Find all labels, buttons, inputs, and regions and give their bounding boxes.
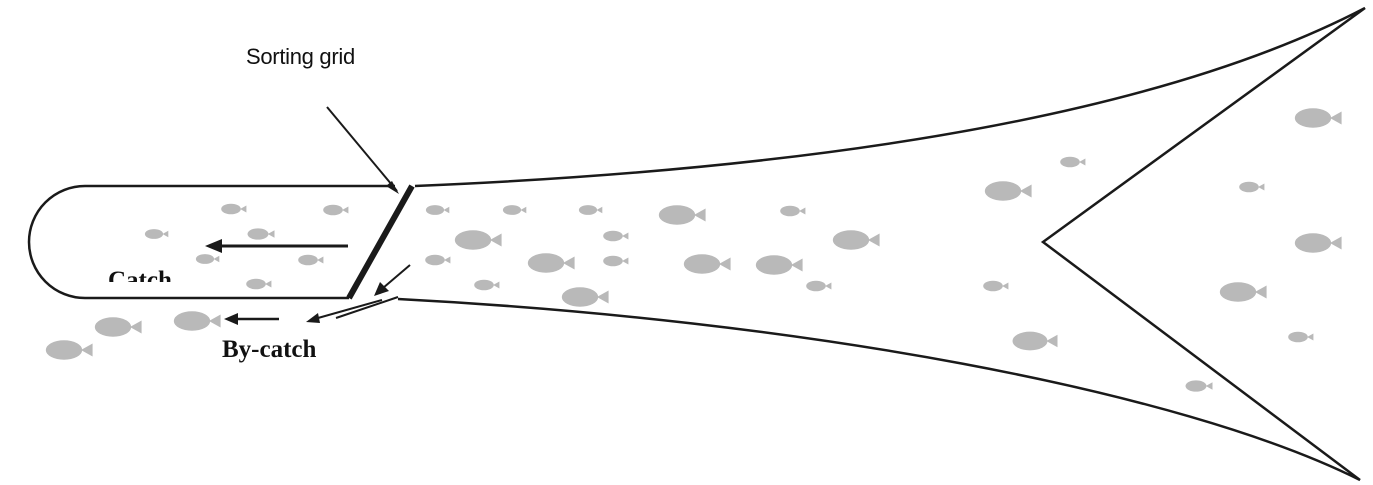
sorting-grid-label: Sorting grid xyxy=(246,44,355,70)
fish-group-net xyxy=(425,157,1212,392)
fish-icon xyxy=(426,205,449,215)
fish-icon xyxy=(1060,157,1085,168)
fish-icon xyxy=(248,228,275,239)
arrow-escape-1 xyxy=(306,300,382,323)
fish-icon xyxy=(780,206,805,217)
fish-icon xyxy=(1239,182,1264,193)
sorting-grid xyxy=(349,186,412,298)
fish-icon xyxy=(659,205,706,225)
fish-icon xyxy=(145,229,168,239)
arrow-catch-direction xyxy=(205,239,348,253)
fish-icon xyxy=(221,204,246,215)
fish-icon xyxy=(603,256,628,267)
fish-icon xyxy=(983,281,1008,292)
fish-icon xyxy=(1295,233,1342,253)
fish-icon xyxy=(833,230,880,250)
fish-icon xyxy=(985,181,1032,201)
fish-icon xyxy=(323,205,348,216)
fish-icon xyxy=(503,205,526,215)
fish-icon xyxy=(684,254,731,274)
fish-icon xyxy=(425,255,450,266)
escape-flap xyxy=(336,297,398,318)
fish-icon xyxy=(756,255,803,275)
trawl-net-outline xyxy=(398,8,1365,480)
fish-icon xyxy=(246,279,271,290)
fish-icon xyxy=(46,340,93,360)
fish-group-bycatch xyxy=(46,311,221,360)
fish-icon xyxy=(455,230,502,250)
fish-icon xyxy=(298,255,323,266)
sorting-grid-pointer-head xyxy=(386,181,399,194)
fish-icon xyxy=(474,280,499,291)
codend-outline xyxy=(29,186,395,298)
arrow-deflect xyxy=(374,265,410,296)
fish-icon xyxy=(1295,108,1342,128)
bycatch-label: By-catch xyxy=(222,336,316,364)
fish-icon xyxy=(579,205,602,215)
fish-icon xyxy=(95,317,142,337)
fish-icon xyxy=(528,253,575,273)
sorting-grid-pointer xyxy=(327,107,397,191)
fish-icon xyxy=(603,231,628,242)
fish-icon xyxy=(1288,332,1313,343)
fish-icon xyxy=(1013,332,1058,351)
fish-icon xyxy=(196,254,219,264)
fish-icon xyxy=(562,287,609,307)
catch-label: Catch xyxy=(108,266,172,282)
fish-icon xyxy=(806,281,831,292)
fish-icon xyxy=(174,311,221,331)
fish-group-outside xyxy=(1220,108,1342,342)
arrow-escape-2 xyxy=(224,313,279,325)
fish-icon xyxy=(1186,380,1213,391)
fish-icon xyxy=(1220,282,1267,302)
